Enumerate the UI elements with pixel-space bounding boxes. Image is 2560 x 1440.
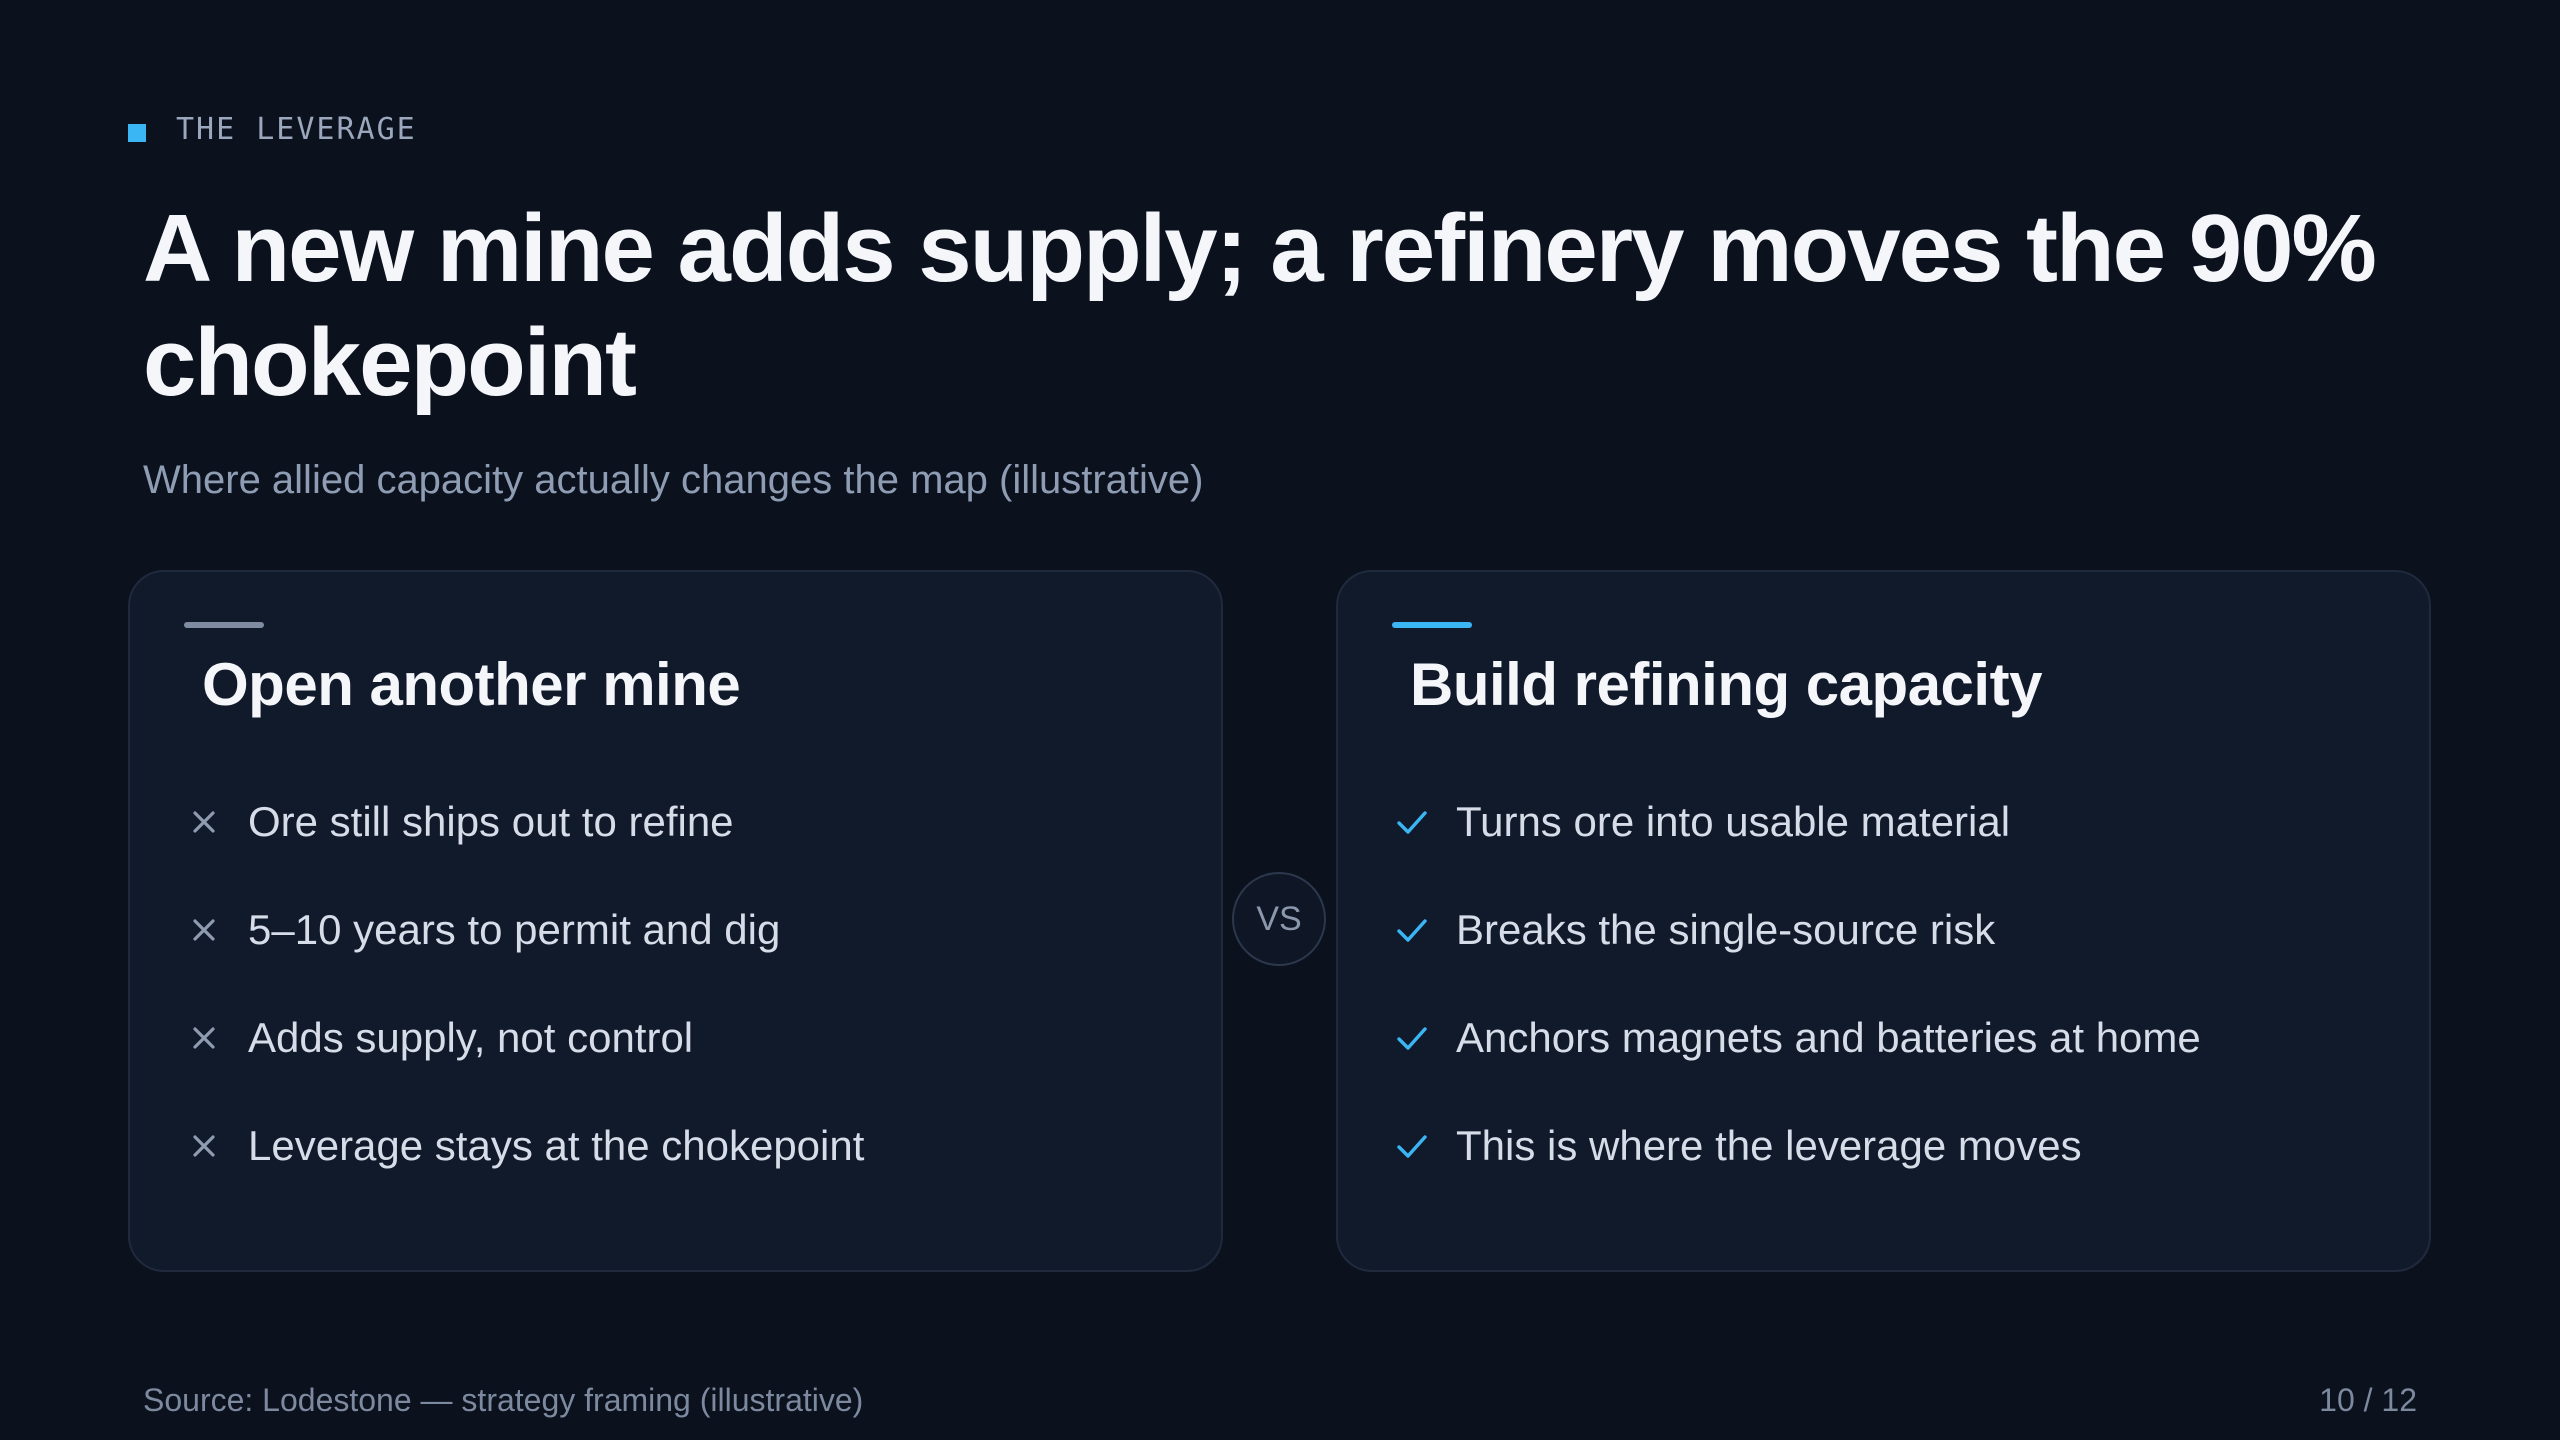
eyebrow-label: THE LEVERAGE xyxy=(176,112,417,147)
con-list: Ore still ships out to refine 5–10 years… xyxy=(184,768,864,1200)
list-item-text: Anchors magnets and batteries at home xyxy=(1456,1014,2201,1061)
list-item-text: 5–10 years to permit and dig xyxy=(248,906,781,953)
list-item: Adds supply, not control xyxy=(184,984,864,1092)
pro-list: Turns ore into usable material Breaks th… xyxy=(1392,768,2201,1200)
page-number: 10 / 12 xyxy=(2319,1382,2417,1418)
list-item: Turns ore into usable material xyxy=(1392,768,2201,876)
list-item: Leverage stays at the chokepoint xyxy=(184,1092,864,1200)
x-icon xyxy=(184,1126,224,1166)
list-item-text: Breaks the single-source risk xyxy=(1456,906,1996,953)
refinery-option-card: Build refining capacity Turns ore into u… xyxy=(1336,570,2431,1272)
eyebrow-square-icon xyxy=(128,123,146,142)
check-icon xyxy=(1392,1018,1432,1058)
card-accent-bar xyxy=(184,622,264,628)
check-icon xyxy=(1392,802,1432,842)
card-accent-bar xyxy=(1392,622,1472,628)
slide-title: A new mine adds supply; a refinery moves… xyxy=(143,195,2377,416)
list-item-text: Leverage stays at the chokepoint xyxy=(248,1122,865,1169)
card-title: Build refining capacity xyxy=(1410,651,2042,718)
mine-option-card: Open another mine Ore still ships out to… xyxy=(128,570,1223,1272)
x-icon xyxy=(184,802,224,842)
check-icon xyxy=(1392,910,1432,950)
x-icon xyxy=(184,1018,224,1058)
eyebrow: THE LEVERAGE xyxy=(128,112,417,147)
source-note: Source: Lodestone — strategy framing (il… xyxy=(143,1382,864,1418)
list-item-text: Ore still ships out to refine xyxy=(248,798,734,845)
list-item: Ore still ships out to refine xyxy=(184,768,864,876)
list-item-text: This is where the leverage moves xyxy=(1456,1122,2082,1169)
card-title: Open another mine xyxy=(202,651,741,718)
list-item: Anchors magnets and batteries at home xyxy=(1392,984,2201,1092)
list-item: 5–10 years to permit and dig xyxy=(184,876,864,984)
vs-badge: VS xyxy=(1232,872,1326,966)
list-item: This is where the leverage moves xyxy=(1392,1092,2201,1200)
check-icon xyxy=(1392,1126,1432,1166)
slide-subtitle: Where allied capacity actually changes t… xyxy=(143,458,1204,502)
list-item: Breaks the single-source risk xyxy=(1392,876,2201,984)
list-item-text: Turns ore into usable material xyxy=(1456,798,2011,845)
x-icon xyxy=(184,910,224,950)
list-item-text: Adds supply, not control xyxy=(248,1014,694,1061)
